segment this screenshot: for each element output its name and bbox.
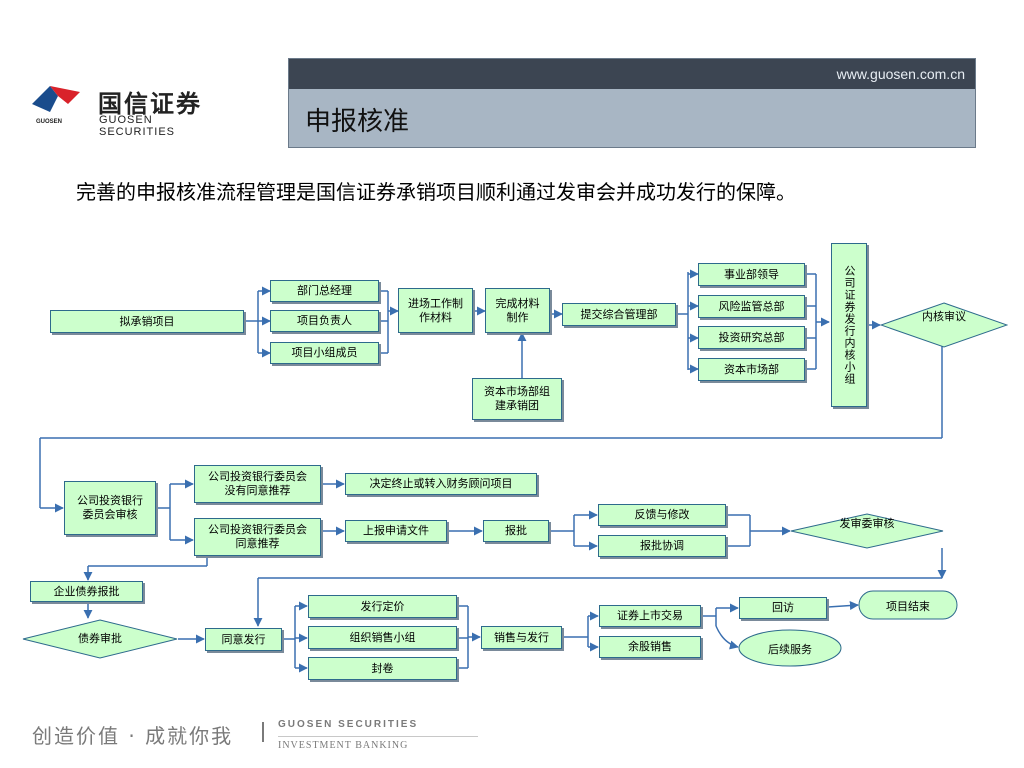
company-logo: GUOSEN 国信证券 GUOSEN SECURITIES (28, 82, 228, 138)
logo-english-name: GUOSEN SECURITIES (99, 114, 176, 138)
flow-node-terminate: 决定终止或转入财务顾问项目 (345, 473, 537, 495)
flow-node-support: 资本市场部组建承销团 (472, 378, 562, 420)
footer-slogan: 创造价值 · 成就你我 (32, 724, 234, 748)
flow-node-done: 完成材料制作 (485, 288, 550, 333)
flow-terminal-aftercare (738, 629, 842, 667)
flow-node-closing: 封卷 (308, 657, 457, 680)
flow-node-approval: 报批 (483, 520, 549, 542)
flow-node-coordinate: 报批协调 (598, 535, 726, 557)
flow-terminal-end (858, 590, 958, 620)
flow-node-reviewer-3: 投资研究总部 (698, 326, 805, 349)
flow-node-sales: 销售与发行 (481, 626, 562, 649)
logo-mark-icon (32, 86, 80, 112)
flow-terminal-end-label: 项目结束 (886, 600, 930, 613)
flow-decision-csrc-review (790, 513, 944, 549)
flow-node-not-agree: 公司投资银行委员会没有同意推荐 (194, 465, 321, 503)
flow-node-syndicate: 组织销售小组 (308, 626, 457, 649)
flow-node-report: 上报申请文件 (345, 520, 447, 542)
flow-node-revisit: 回访 (739, 597, 827, 619)
website-url: www.guosen.com.cn (836, 66, 965, 82)
flow-node-feedback: 反馈与修改 (598, 504, 726, 526)
intro-text: 完善的申报核准流程管理是国信证券承销项目顺利通过发审会并成功发行的保障。 (76, 180, 796, 204)
flow-node-pricing: 发行定价 (308, 595, 457, 618)
footer-rule (278, 736, 478, 737)
slide-title: 申报核准 (305, 107, 410, 137)
footer-divider (262, 722, 264, 742)
flow-node-reviewer-2: 风险监管总部 (698, 295, 805, 318)
flow-node-team-manager: 部门总经理 (270, 280, 379, 302)
flow-terminal-aftercare-label: 后续服务 (768, 643, 812, 656)
header-top-strip: www.guosen.com.cn (289, 59, 975, 89)
flow-node-committee: 公司证券发行内核小组 (831, 243, 867, 407)
flow-node-approve-issue: 同意发行 (205, 628, 282, 651)
footer-english-line1: GUOSEN SECURITIES (278, 719, 419, 730)
flow-node-team-lead: 项目负责人 (270, 310, 379, 332)
flow-node-listing: 证券上市交易 (599, 605, 701, 627)
flow-decision-bond-review (22, 619, 178, 659)
flow-node-residual: 余股销售 (599, 636, 701, 658)
flow-node-reviewer-1: 事业部领导 (698, 263, 805, 286)
flow-node-submit: 提交综合管理部 (562, 303, 676, 326)
flow-decision-csrc-review-label: 发审委审核 (839, 517, 895, 530)
header-bar: www.guosen.com.cn 申报核准 (288, 58, 976, 148)
flow-decision-bond-review-label: 债券审批 (78, 632, 122, 645)
logo-chinese-name: 国信证券 (98, 90, 202, 118)
flow-node-entry: 进场工作制作材料 (398, 288, 473, 333)
logo-mini-text: GUOSEN (36, 119, 63, 125)
header-title-area: 申报核准 (289, 89, 975, 147)
flow-node-bond: 企业债券报批 (30, 581, 143, 602)
flow-node-agree: 公司投资银行委员会同意推荐 (194, 518, 321, 556)
flow-node-team-member: 项目小组成员 (270, 342, 379, 364)
flow-decision-internal-review-label: 内核审议 (922, 310, 966, 323)
flow-node-reviewer-4: 资本市场部 (698, 358, 805, 381)
flow-node-start: 拟承销项目 (50, 310, 244, 333)
flow-node-ib-review: 公司投资银行委员会审核 (64, 481, 156, 535)
footer-english-line2: INVESTMENT BANKING (278, 740, 409, 751)
flow-decision-internal-review (880, 302, 1008, 348)
